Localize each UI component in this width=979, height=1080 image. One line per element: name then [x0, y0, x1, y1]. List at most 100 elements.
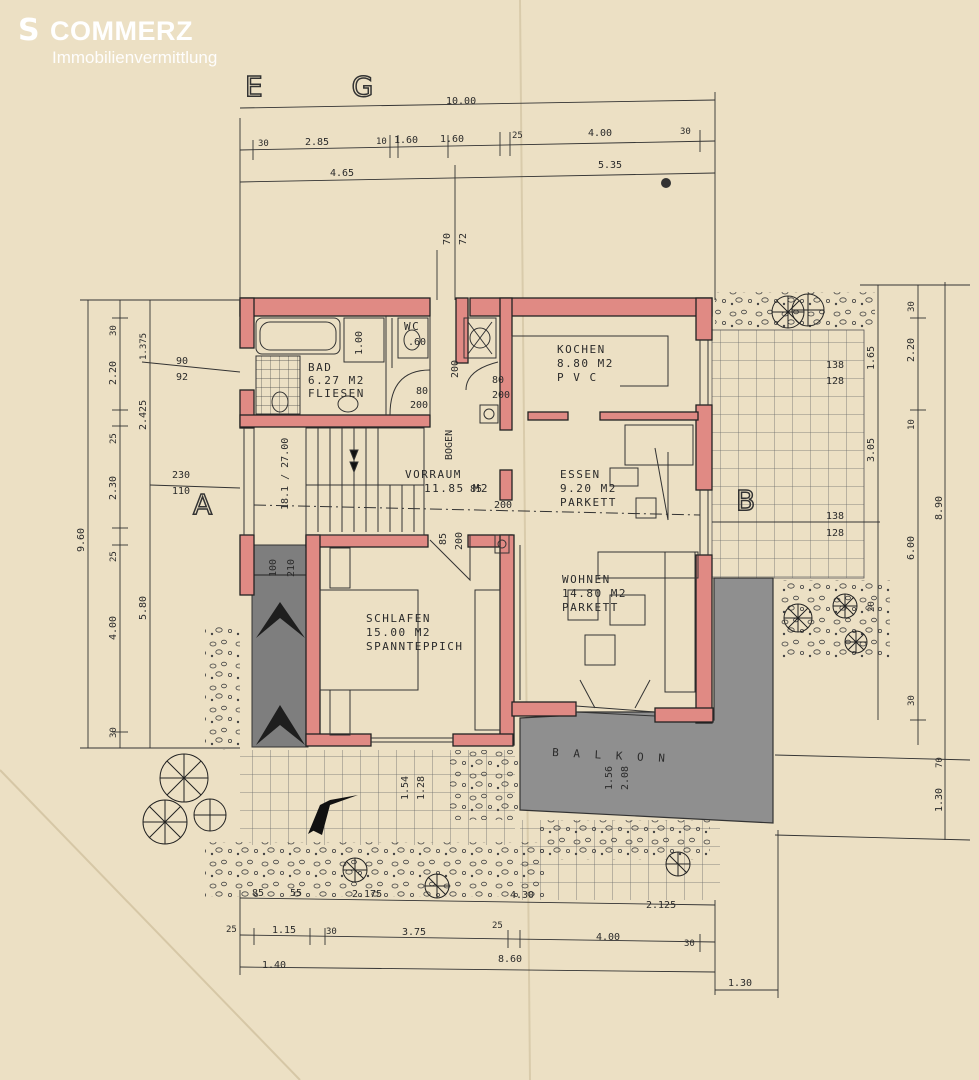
svg-text:8.80 M2: 8.80 M2: [557, 357, 614, 370]
svg-text:6.27 M2: 6.27 M2: [308, 374, 365, 387]
svg-text:200: 200: [492, 390, 510, 401]
svg-text:ESSEN: ESSEN: [560, 468, 601, 481]
svg-text:25: 25: [492, 921, 503, 931]
svg-text:3.75: 3.75: [402, 927, 426, 938]
walls: [239, 297, 714, 747]
svg-text:70: 70: [935, 757, 945, 768]
svg-text:2.425: 2.425: [138, 400, 149, 430]
svg-text:128: 128: [826, 376, 844, 387]
svg-text:20: 20: [867, 601, 877, 612]
svg-text:FLIESEN: FLIESEN: [308, 387, 365, 400]
svg-text:6.00: 6.00: [906, 536, 917, 560]
section-marker-b: B: [736, 484, 755, 517]
svg-text:100: 100: [268, 559, 279, 577]
svg-text:30: 30: [907, 301, 917, 312]
svg-text:10: 10: [376, 137, 387, 147]
gravel-areas: [205, 292, 890, 897]
bath-fixtures: [255, 317, 651, 709]
plants: [142, 293, 868, 899]
dimension-lines: [80, 92, 971, 998]
svg-text:KOCHEN: KOCHEN: [557, 343, 606, 356]
svg-text:PARKETT: PARKETT: [560, 496, 617, 509]
svg-text:85: 85: [252, 888, 264, 899]
svg-text:30: 30: [258, 139, 269, 149]
svg-text:92: 92: [176, 372, 188, 383]
svg-text:BAD: BAD: [308, 361, 332, 374]
svg-text:30: 30: [109, 325, 119, 336]
floor-label: E G: [245, 70, 413, 103]
svg-text:230: 230: [172, 470, 190, 481]
svg-text:9.60: 9.60: [76, 528, 87, 552]
svg-text:4.65: 4.65: [330, 168, 354, 179]
svg-text:1.40: 1.40: [262, 960, 286, 971]
svg-text:1.54: 1.54: [400, 776, 411, 800]
svg-text:70: 70: [442, 233, 453, 245]
svg-text:SPANNTEPPICH: SPANNTEPPICH: [366, 640, 463, 653]
svg-text:9.20 M2: 9.20 M2: [560, 482, 617, 495]
svg-text:25: 25: [109, 433, 119, 444]
terrace-tiles: [711, 329, 865, 579]
svg-text:10.00: 10.00: [446, 96, 476, 107]
sparkasse-s-icon: S: [18, 13, 40, 48]
svg-text:25: 25: [512, 131, 523, 141]
svg-text:P V C: P V C: [557, 371, 598, 384]
dims-right: 8.90 30 2.20 10 6.00 30 70 1.30 1.65 3.0…: [826, 301, 945, 812]
dims-inner: 70 72 1.00 80 200 80 200 200 85 200 85 2…: [268, 233, 631, 800]
svg-text:4.30: 4.30: [510, 890, 534, 901]
entrance-arrow-icon: [308, 795, 358, 835]
svg-text:2.125: 2.125: [646, 900, 676, 911]
svg-text:4.00: 4.00: [108, 616, 119, 640]
room-bad: BAD 6.27 M2 FLIESEN: [308, 361, 365, 400]
svg-text:72: 72: [458, 233, 469, 245]
interior-lines: [243, 316, 709, 743]
svg-text:80: 80: [492, 375, 504, 386]
svg-text:210: 210: [286, 559, 297, 577]
section-marker-a: A: [193, 488, 212, 521]
svg-text:30: 30: [684, 939, 695, 949]
room-kochen: KOCHEN 8.80 M2 P V C: [557, 343, 614, 384]
svg-text:2.08: 2.08: [620, 766, 631, 790]
svg-text:200: 200: [410, 400, 428, 411]
room-labels: BAD 6.27 M2 FLIESEN WC .60 KOCHEN 8.80 M…: [280, 320, 669, 765]
brand-name: COMMERZ: [50, 16, 193, 46]
svg-text:8.90: 8.90: [934, 496, 945, 520]
room-schlafen: SCHLAFEN 15.00 M2 SPANNTEPPICH: [366, 612, 463, 653]
svg-text:PARKETT: PARKETT: [562, 601, 619, 614]
svg-text:3.05: 3.05: [866, 438, 877, 462]
svg-text:200: 200: [494, 500, 512, 511]
svg-text:1.60: 1.60: [394, 135, 418, 146]
svg-text:1.30: 1.30: [728, 978, 752, 989]
svg-text:25: 25: [226, 925, 237, 935]
outer-stair: [251, 544, 309, 748]
svg-text:1.60: 1.60: [440, 134, 464, 145]
brand-tagline: Immobilienvermittlung: [52, 48, 218, 67]
svg-text:25: 25: [109, 551, 119, 562]
svg-text:.60: .60: [408, 337, 426, 348]
svg-text:4.00: 4.00: [596, 932, 620, 943]
svg-text:5.80: 5.80: [138, 596, 149, 620]
balkon-area: [519, 577, 774, 824]
room-wohnen: WOHNEN 14.80 M2 PARKETT: [562, 573, 625, 614]
room-wc: WC .60: [404, 320, 426, 348]
svg-text:11.85 M2: 11.85 M2: [424, 482, 489, 495]
svg-text:110: 110: [172, 486, 190, 497]
svg-text:85: 85: [470, 484, 482, 495]
dims-left: 9.60 30 2.20 25 2.30 25 4.00 30 1.375 2.…: [76, 325, 190, 738]
svg-text:10: 10: [907, 419, 917, 430]
svg-text:WC: WC: [404, 320, 420, 333]
svg-text:2.85: 2.85: [305, 137, 329, 148]
svg-text:138: 138: [826, 360, 844, 371]
room-vorraum: VORRAUM 11.85 M2: [405, 468, 489, 495]
svg-text:2.20: 2.20: [906, 338, 917, 362]
brand-logo: S COMMERZ Immobilienvermittlung: [18, 10, 318, 70]
svg-text:8.60: 8.60: [498, 954, 522, 965]
bogen-label: BOGEN: [444, 430, 455, 460]
svg-text:30: 30: [907, 695, 917, 706]
svg-text:30: 30: [680, 127, 691, 137]
svg-text:1.375: 1.375: [139, 333, 149, 360]
dims-bottom: 85 55 2.175 4.30 2.125 25 1.15 30 3.75 2…: [226, 888, 752, 989]
svg-text:SCHLAFEN: SCHLAFEN: [366, 612, 431, 625]
svg-text:55: 55: [290, 888, 302, 899]
svg-text:80: 80: [416, 386, 428, 397]
